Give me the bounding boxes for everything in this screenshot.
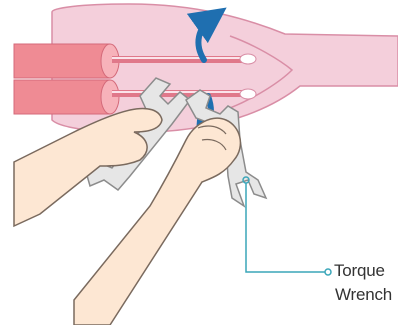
bolt-upper (240, 54, 256, 64)
rod-lower-highlight (112, 91, 244, 93)
callout-line1: Torque (334, 259, 398, 283)
rod-upper-highlight (112, 57, 244, 59)
left-arm (14, 108, 162, 226)
cylinder-lower (14, 80, 110, 114)
torque-wrench-label: Torque Wrench (334, 259, 398, 307)
callout-line2: Wrench (334, 283, 398, 307)
bolt-lower (240, 89, 256, 99)
callout-dot-end (325, 269, 331, 275)
callout-line (246, 183, 326, 272)
cylinder-upper (14, 44, 110, 78)
